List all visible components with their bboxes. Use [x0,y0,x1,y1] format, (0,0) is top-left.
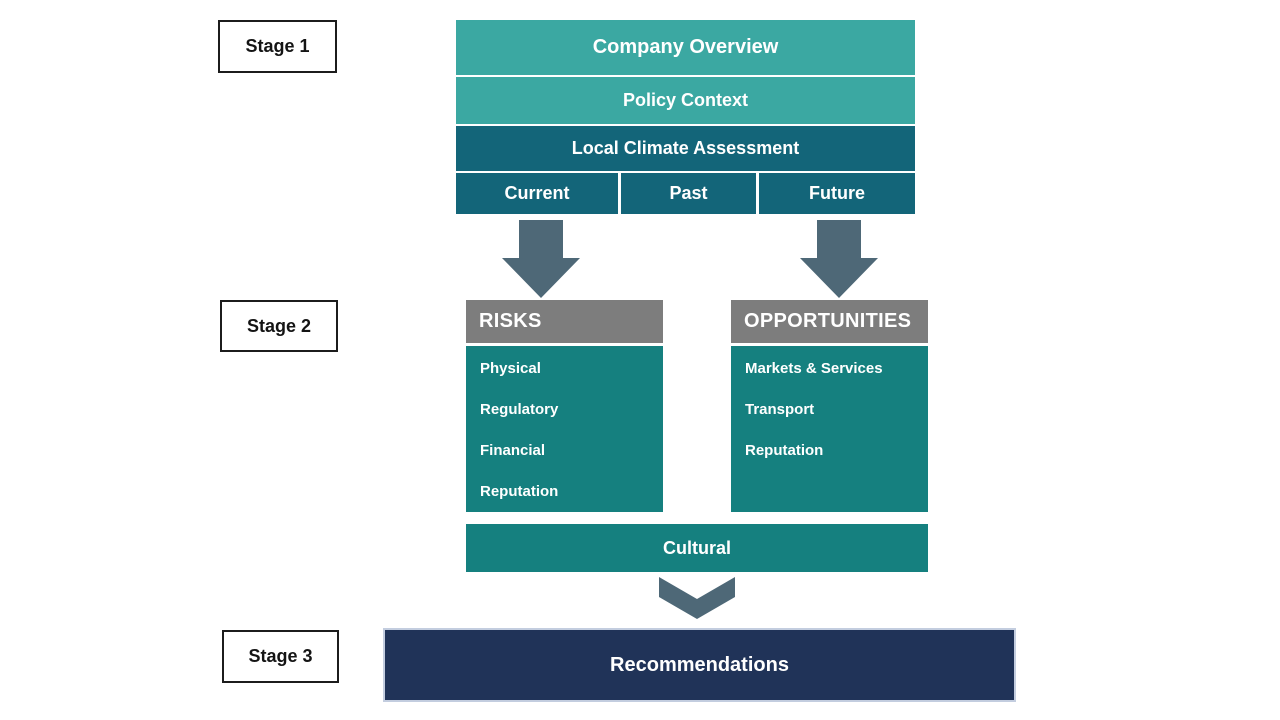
recommendations-bar: Recommendations [383,628,1016,702]
policy-context-box: Policy Context [456,77,915,124]
opportunities-item-transport: Transport [731,389,928,430]
company-overview-label: Company Overview [592,36,779,58]
stage-3-label-box: Stage 3 [222,630,339,683]
timeframe-current-label: Current [504,183,570,203]
risks-item-regulatory: Regulatory [466,389,663,430]
opportunities-header-label: OPPORTUNITIES [744,310,912,332]
local-climate-assessment-box: Local Climate Assessment [456,126,915,171]
timeframe-past-box: Past [621,173,756,214]
cultural-label: Cultural [662,537,731,558]
risks-item-financial: Financial [466,430,663,471]
risks-item-label: Financial [480,442,546,459]
timeframe-past-label: Past [669,183,708,203]
risks-header-label: RISKS [479,310,542,332]
down-arrow-icon [800,220,878,298]
risks-item-physical: Physical [466,348,663,389]
stage-1-label: Stage 1 [245,36,310,56]
down-arrow-icon [502,220,580,298]
company-overview-box: Company Overview [456,20,915,75]
chevron-down-icon [659,577,735,619]
stage-2-label-box: Stage 2 [220,300,338,352]
timeframe-future-box: Future [759,173,915,214]
stage-2-label: Stage 2 [246,315,312,336]
timeframe-future-label: Future [809,183,865,203]
opportunities-item-label: Reputation [745,442,824,459]
opportunities-list: Markets & Services Transport Reputation [731,346,928,512]
opportunities-item-reputation: Reputation [731,430,928,471]
risks-header: RISKS [466,300,663,343]
risks-item-reputation: Reputation [466,471,663,512]
opportunities-item-label: Transport [745,401,815,418]
timeframe-current-box: Current [456,173,618,214]
stage-1-label-box: Stage 1 [218,20,337,73]
stage-3-label: Stage 3 [248,646,313,666]
local-climate-assessment-label: Local Climate Assessment [571,138,800,158]
risks-item-label: Reputation [480,483,559,500]
opportunities-item-label: Markets & Services [745,360,883,377]
cultural-bar: Cultural [466,524,928,572]
policy-context-label: Policy Context [622,90,749,110]
risks-list: Physical Regulatory Financial Reputation [466,346,663,512]
opportunities-item-markets-services: Markets & Services [731,348,928,389]
recommendations-label: Recommendations [610,653,789,676]
risks-item-label: Regulatory [480,401,559,418]
risks-item-label: Physical [480,360,541,377]
opportunities-header: OPPORTUNITIES [731,300,928,343]
